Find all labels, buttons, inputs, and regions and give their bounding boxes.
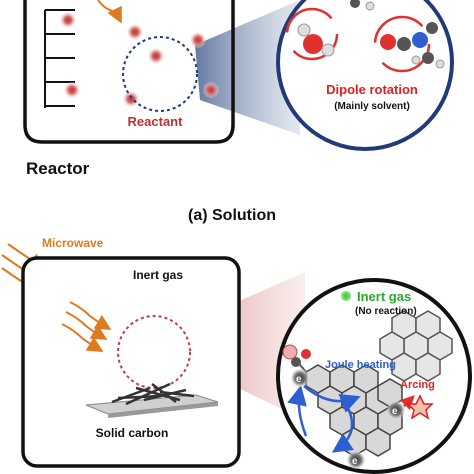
carbon-fibers — [111, 382, 195, 406]
carbon-plate-edge — [108, 402, 218, 418]
reactant-dot — [127, 24, 143, 40]
reactant-label: Reactant — [128, 114, 184, 129]
carboxyl-group — [282, 344, 311, 373]
electron-symbol: e — [352, 456, 358, 467]
reaction-chamber — [21, 256, 241, 468]
zoom-no-reaction-label: (No reaction) — [355, 306, 417, 317]
rotation-arrow-water — [285, 7, 339, 61]
dipole-rotation-subtitle: (Mainly solvent) — [334, 101, 410, 112]
joule-arrow-down — [331, 407, 355, 453]
molecule-top-partial — [350, 0, 375, 11]
arc-spark-icon — [406, 394, 434, 420]
reactant-dot — [60, 12, 76, 28]
microwave-label: Microwave — [42, 236, 104, 250]
electron: e — [347, 451, 365, 469]
microwave-arrows-inside — [61, 301, 112, 353]
arcing-label: Arcing — [400, 379, 435, 391]
solvent-molecule — [373, 15, 445, 73]
zoom-inert-gas-label: Inert gas — [357, 289, 411, 304]
joule-arrow-right — [303, 385, 361, 413]
reactant-dots — [60, 12, 219, 107]
electron: e — [291, 369, 309, 387]
inert-gas-label: Inert gas — [133, 268, 183, 282]
graphene-sheet-back — [379, 310, 453, 382]
reactant-dot — [203, 82, 219, 98]
reactor-vessel — [23, 0, 235, 144]
reactor-zoom-circle — [122, 36, 198, 112]
zoom-beam-a — [195, 0, 300, 135]
microwave-arrow-a — [97, 0, 122, 24]
graduation-marks — [44, 9, 75, 108]
reactant-dot — [64, 82, 80, 98]
caption-a: (a) Solution — [188, 207, 276, 224]
arcing-arrow — [399, 395, 415, 411]
dipole-rotation-title: Dipole rotation — [326, 82, 418, 97]
reactor-label: Reactor — [26, 159, 90, 178]
electron-symbol: e — [296, 374, 302, 385]
electron-symbol: e — [392, 406, 398, 417]
joule-heating-label: Joule heating — [325, 359, 396, 371]
joule-arrow-up — [287, 385, 308, 437]
rotation-arrow-solvent — [373, 15, 431, 73]
electron: e — [387, 401, 405, 419]
zoom-circle-a — [276, 0, 454, 151]
inert-gas-dot — [340, 290, 352, 302]
chamber-zoom-circle — [117, 315, 191, 389]
reactant-dot — [190, 32, 206, 48]
solid-carbon-label: Solid carbon — [96, 426, 169, 440]
water-molecule — [285, 7, 339, 61]
reactant-dot — [148, 48, 164, 64]
reactant-dot — [123, 91, 139, 107]
zoom-beam-b — [185, 272, 305, 420]
